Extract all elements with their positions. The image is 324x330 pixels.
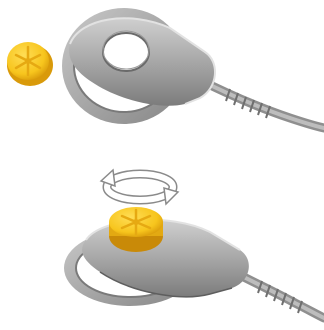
- yellow-electrode-cap-seated: [109, 207, 163, 252]
- yellow-electrode-cap-separate: [7, 42, 53, 86]
- disassembled-view: [7, 8, 324, 128]
- rotation-arrow-icon: [101, 170, 178, 204]
- assembled-view: [64, 207, 324, 318]
- grey-ring-electrode-holder-top: [62, 8, 215, 124]
- lead-cable-top: [200, 80, 324, 128]
